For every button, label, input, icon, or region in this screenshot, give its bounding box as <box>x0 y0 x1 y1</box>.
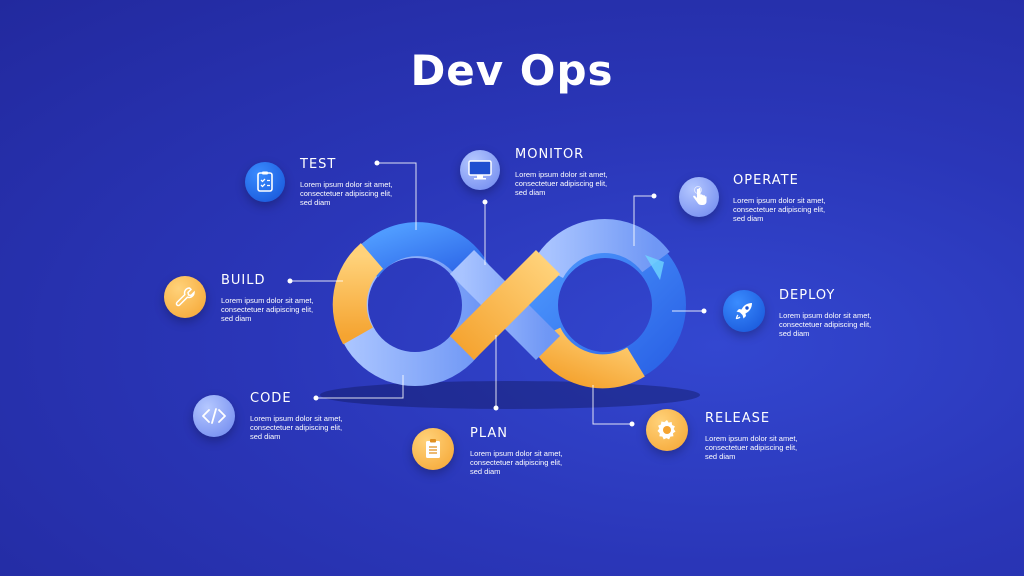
clipboard-plan-icon <box>412 428 454 470</box>
clipboard-checklist-icon <box>245 162 285 202</box>
rocket-icon <box>723 290 765 332</box>
stage-text-monitor: Lorem ipsum dolor sit amet, consectetuer… <box>515 170 608 197</box>
stage-label-code: CODE <box>250 391 292 406</box>
code-brackets-icon <box>193 395 235 437</box>
connector-release <box>592 385 632 425</box>
stage-label-build: BUILD <box>221 273 266 288</box>
connector-operate <box>633 195 654 246</box>
cross-band-orange <box>449 249 561 361</box>
right-loop-light-segment <box>532 219 670 279</box>
wrench-icon <box>164 276 206 318</box>
right-cyan-accent <box>645 255 664 280</box>
stage-text-deploy: Lorem ipsum dolor sit amet, consectetuer… <box>779 311 872 338</box>
stage-text-build: Lorem ipsum dolor sit amet, consectetuer… <box>221 296 314 323</box>
stage-text-release: Lorem ipsum dolor sit amet, consectetuer… <box>705 434 798 461</box>
page-title: Dev Ops <box>410 46 614 95</box>
connector-dot-monitor <box>482 199 488 205</box>
stage-text-plan: Lorem ipsum dolor sit amet, consectetuer… <box>470 449 563 476</box>
connector-dot-operate <box>651 193 657 199</box>
stage-label-deploy: DEPLOY <box>779 288 836 303</box>
connector-test <box>377 162 417 230</box>
connector-dot-release <box>629 421 635 427</box>
connector-dot-deploy <box>701 308 707 314</box>
stage-label-plan: PLAN <box>470 426 508 441</box>
connector-dot-test <box>374 160 380 166</box>
loop-shadow <box>320 381 700 409</box>
stage-text-test: Lorem ipsum dolor sit amet, consectetuer… <box>300 180 393 207</box>
monitor-icon <box>460 150 500 190</box>
connector-dot-plan <box>493 405 499 411</box>
stage-label-test: TEST <box>300 157 337 172</box>
stage-text-operate: Lorem ipsum dolor sit amet, consectetuer… <box>733 196 826 223</box>
stage-label-release: RELEASE <box>705 411 771 426</box>
right-loop-orange-segment <box>529 326 645 389</box>
gear-icon <box>646 409 688 451</box>
left-loop-orange-segment <box>332 243 384 345</box>
stage-text-code: Lorem ipsum dolor sit amet, consectetuer… <box>250 414 343 441</box>
hand-pointer-icon <box>679 177 719 217</box>
connector-code <box>316 375 404 399</box>
connector-dot-code <box>313 395 319 401</box>
connector-dot-build <box>287 278 293 284</box>
stage-label-monitor: MONITOR <box>515 147 585 162</box>
stage-label-operate: OPERATE <box>733 173 799 188</box>
